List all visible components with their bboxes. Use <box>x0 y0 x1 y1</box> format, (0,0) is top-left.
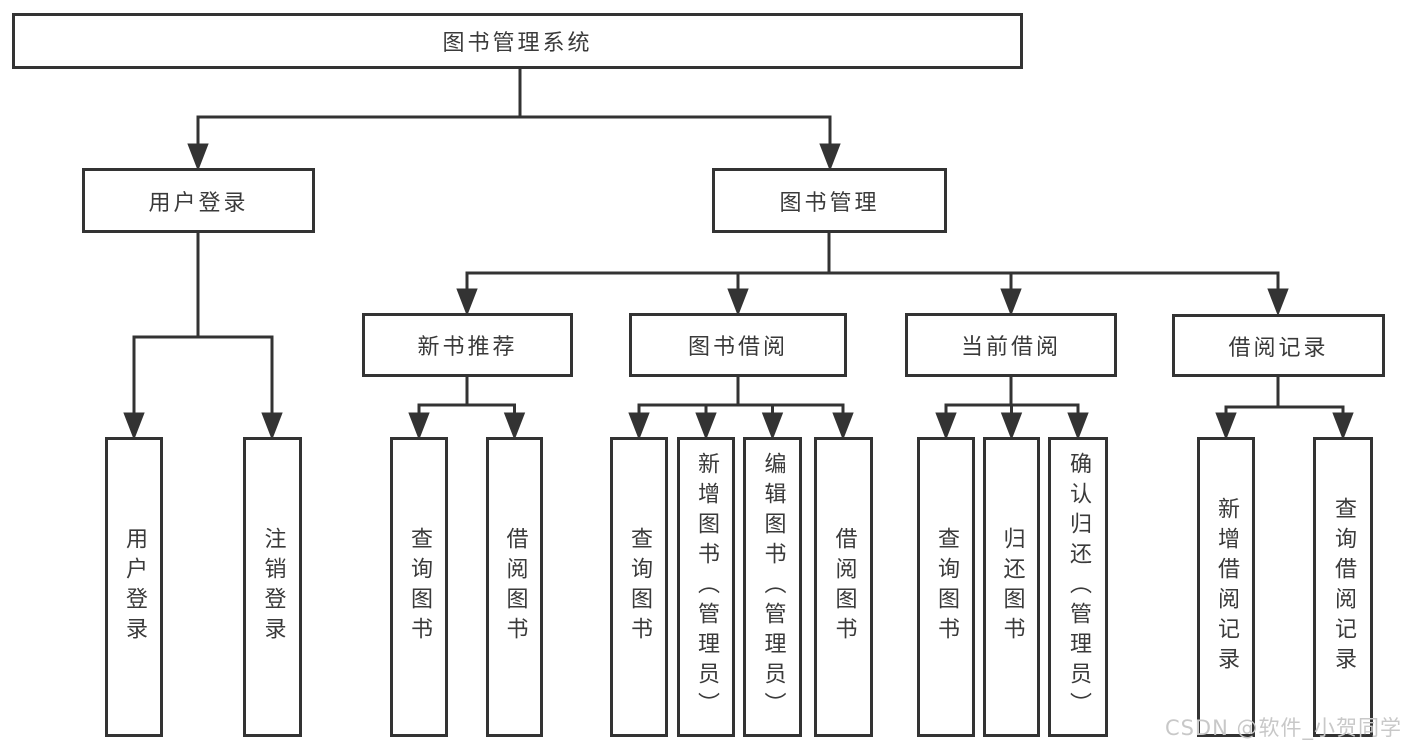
leaf-query-books-recommend-label: 查询图书 <box>407 527 432 647</box>
leaf-query-borrow-record-label: 查询借阅记录 <box>1331 497 1356 677</box>
connector-current-borrow-to-leaves <box>935 376 1089 441</box>
leaf-logout: 注销登录 <box>243 437 302 737</box>
leaf-return-book: 归还图书 <box>983 437 1040 737</box>
leaf-query-borrow-record: 查询借阅记录 <box>1313 437 1373 737</box>
leaf-query-books-borrow: 查询图书 <box>610 437 668 737</box>
node-root: 图书管理系统 <box>12 13 1023 69</box>
leaf-add-borrow-record: 新增借阅记录 <box>1197 437 1255 737</box>
leaf-query-books-current-label: 查询图书 <box>934 527 959 647</box>
leaf-query-books-recommend: 查询图书 <box>390 437 448 737</box>
node-root-label: 图书管理系统 <box>442 31 593 56</box>
leaf-borrow-books-recommend-label: 借阅图书 <box>502 527 528 647</box>
connector-root-to-level2 <box>187 67 841 172</box>
leaf-add-book-admin: 新增图书（管理员） <box>677 437 735 737</box>
node-book-borrow-label: 图书借阅 <box>687 335 788 360</box>
connector-borrow-records-to-leaves <box>1215 377 1354 441</box>
node-book-borrow: 图书借阅 <box>629 313 847 377</box>
csdn-watermark: CSDN @软件_小贺同学 <box>1164 716 1402 740</box>
connector-user-login-to-leaves <box>123 232 283 441</box>
connector-new-book-recommend-to-leaves <box>408 376 526 441</box>
leaf-logout-label: 注销登录 <box>260 527 286 647</box>
leaf-return-book-label: 归还图书 <box>999 527 1025 647</box>
leaf-edit-book-admin-label: 编辑图书（管理员） <box>760 452 786 722</box>
connector-book-borrow-to-leaves <box>628 376 854 441</box>
node-user-login: 用户登录 <box>82 168 315 233</box>
leaf-user-login: 用户登录 <box>105 437 163 737</box>
leaf-borrow-books-label: 借阅图书 <box>831 527 857 647</box>
node-user-login-label: 用户登录 <box>148 190 249 216</box>
leaf-query-books-borrow-label: 查询图书 <box>627 527 652 647</box>
node-current-borrow: 当前借阅 <box>905 313 1117 377</box>
leaf-edit-book-admin: 编辑图书（管理员） <box>743 437 802 737</box>
connector-book-management-to-level3 <box>456 232 1289 317</box>
node-current-borrow-label: 当前借阅 <box>960 335 1061 360</box>
leaf-user-login-label: 用户登录 <box>122 527 147 647</box>
leaf-add-book-admin-label: 新增图书（管理员） <box>694 452 719 722</box>
node-new-book-recommend-label: 新书推荐 <box>417 335 518 360</box>
node-book-management: 图书管理 <box>712 168 947 233</box>
leaf-query-books-current: 查询图书 <box>917 437 975 737</box>
leaf-borrow-books: 借阅图书 <box>814 437 873 737</box>
leaf-confirm-return-admin: 确认归还（管理员） <box>1048 437 1108 737</box>
node-borrow-records-label: 借阅记录 <box>1228 335 1329 361</box>
leaf-confirm-return-admin-label: 确认归还（管理员） <box>1066 452 1091 722</box>
node-new-book-recommend: 新书推荐 <box>362 313 573 377</box>
leaf-borrow-books-recommend: 借阅图书 <box>486 437 543 737</box>
node-book-management-label: 图书管理 <box>779 190 880 216</box>
leaf-add-borrow-record-label: 新增借阅记录 <box>1214 497 1239 677</box>
node-borrow-records: 借阅记录 <box>1172 314 1385 377</box>
